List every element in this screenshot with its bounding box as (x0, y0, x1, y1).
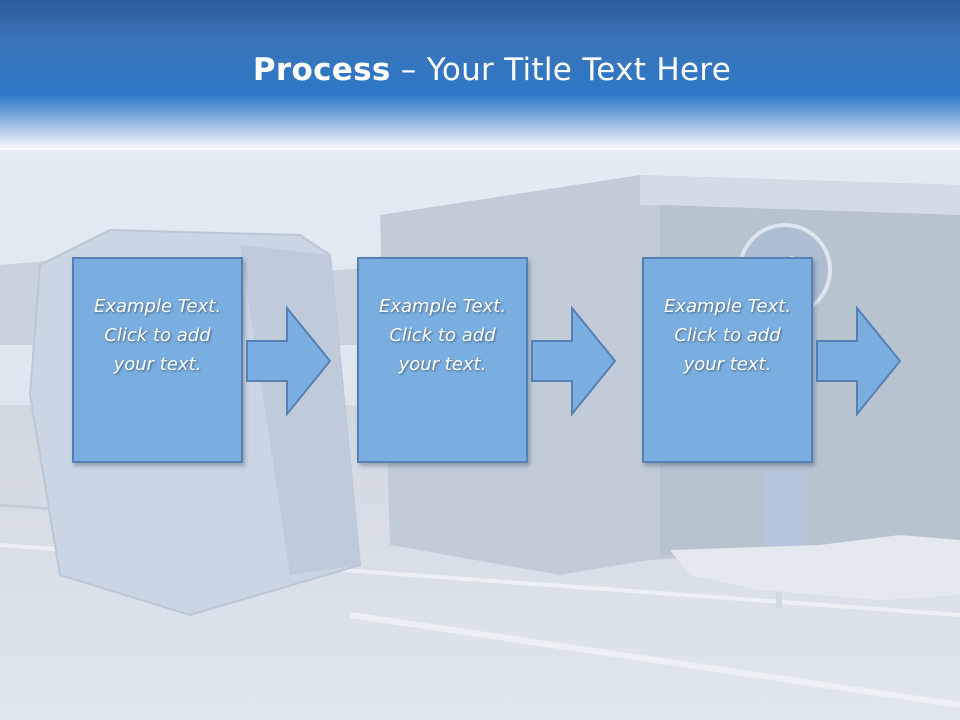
slide-title[interactable]: Process – Your Title Text Here (0, 52, 960, 88)
title-bold-part: Process (252, 52, 391, 88)
step-1-text[interactable]: Example Text. Click to add your text. (78, 292, 238, 379)
step-text-line: Example Text. (378, 295, 507, 317)
process-step-3[interactable]: Example Text. Click to add your text. (642, 257, 813, 463)
step-text-line: your text. (398, 353, 487, 375)
right-arrow-icon[interactable] (246, 306, 332, 416)
title-band: Process – Your Title Text Here (0, 0, 960, 150)
step-3-text[interactable]: Example Text. Click to add your text. (648, 292, 808, 379)
right-arrow-icon[interactable] (531, 306, 617, 416)
step-text-line: Click to add (389, 324, 496, 346)
step-text-line: Example Text. (93, 295, 222, 317)
step-text-line: Click to add (674, 324, 781, 346)
step-text-line: your text. (113, 353, 202, 375)
title-rest-part: – Your Title Text Here (390, 52, 732, 88)
right-arrow-icon[interactable] (816, 306, 902, 416)
step-text-line: your text. (683, 353, 772, 375)
process-step-1[interactable]: Example Text. Click to add your text. (72, 257, 243, 463)
step-text-line: Click to add (104, 324, 211, 346)
step-text-line: Example Text. (663, 295, 792, 317)
step-2-text[interactable]: Example Text. Click to add your text. (363, 292, 523, 379)
process-step-2[interactable]: Example Text. Click to add your text. (357, 257, 528, 463)
